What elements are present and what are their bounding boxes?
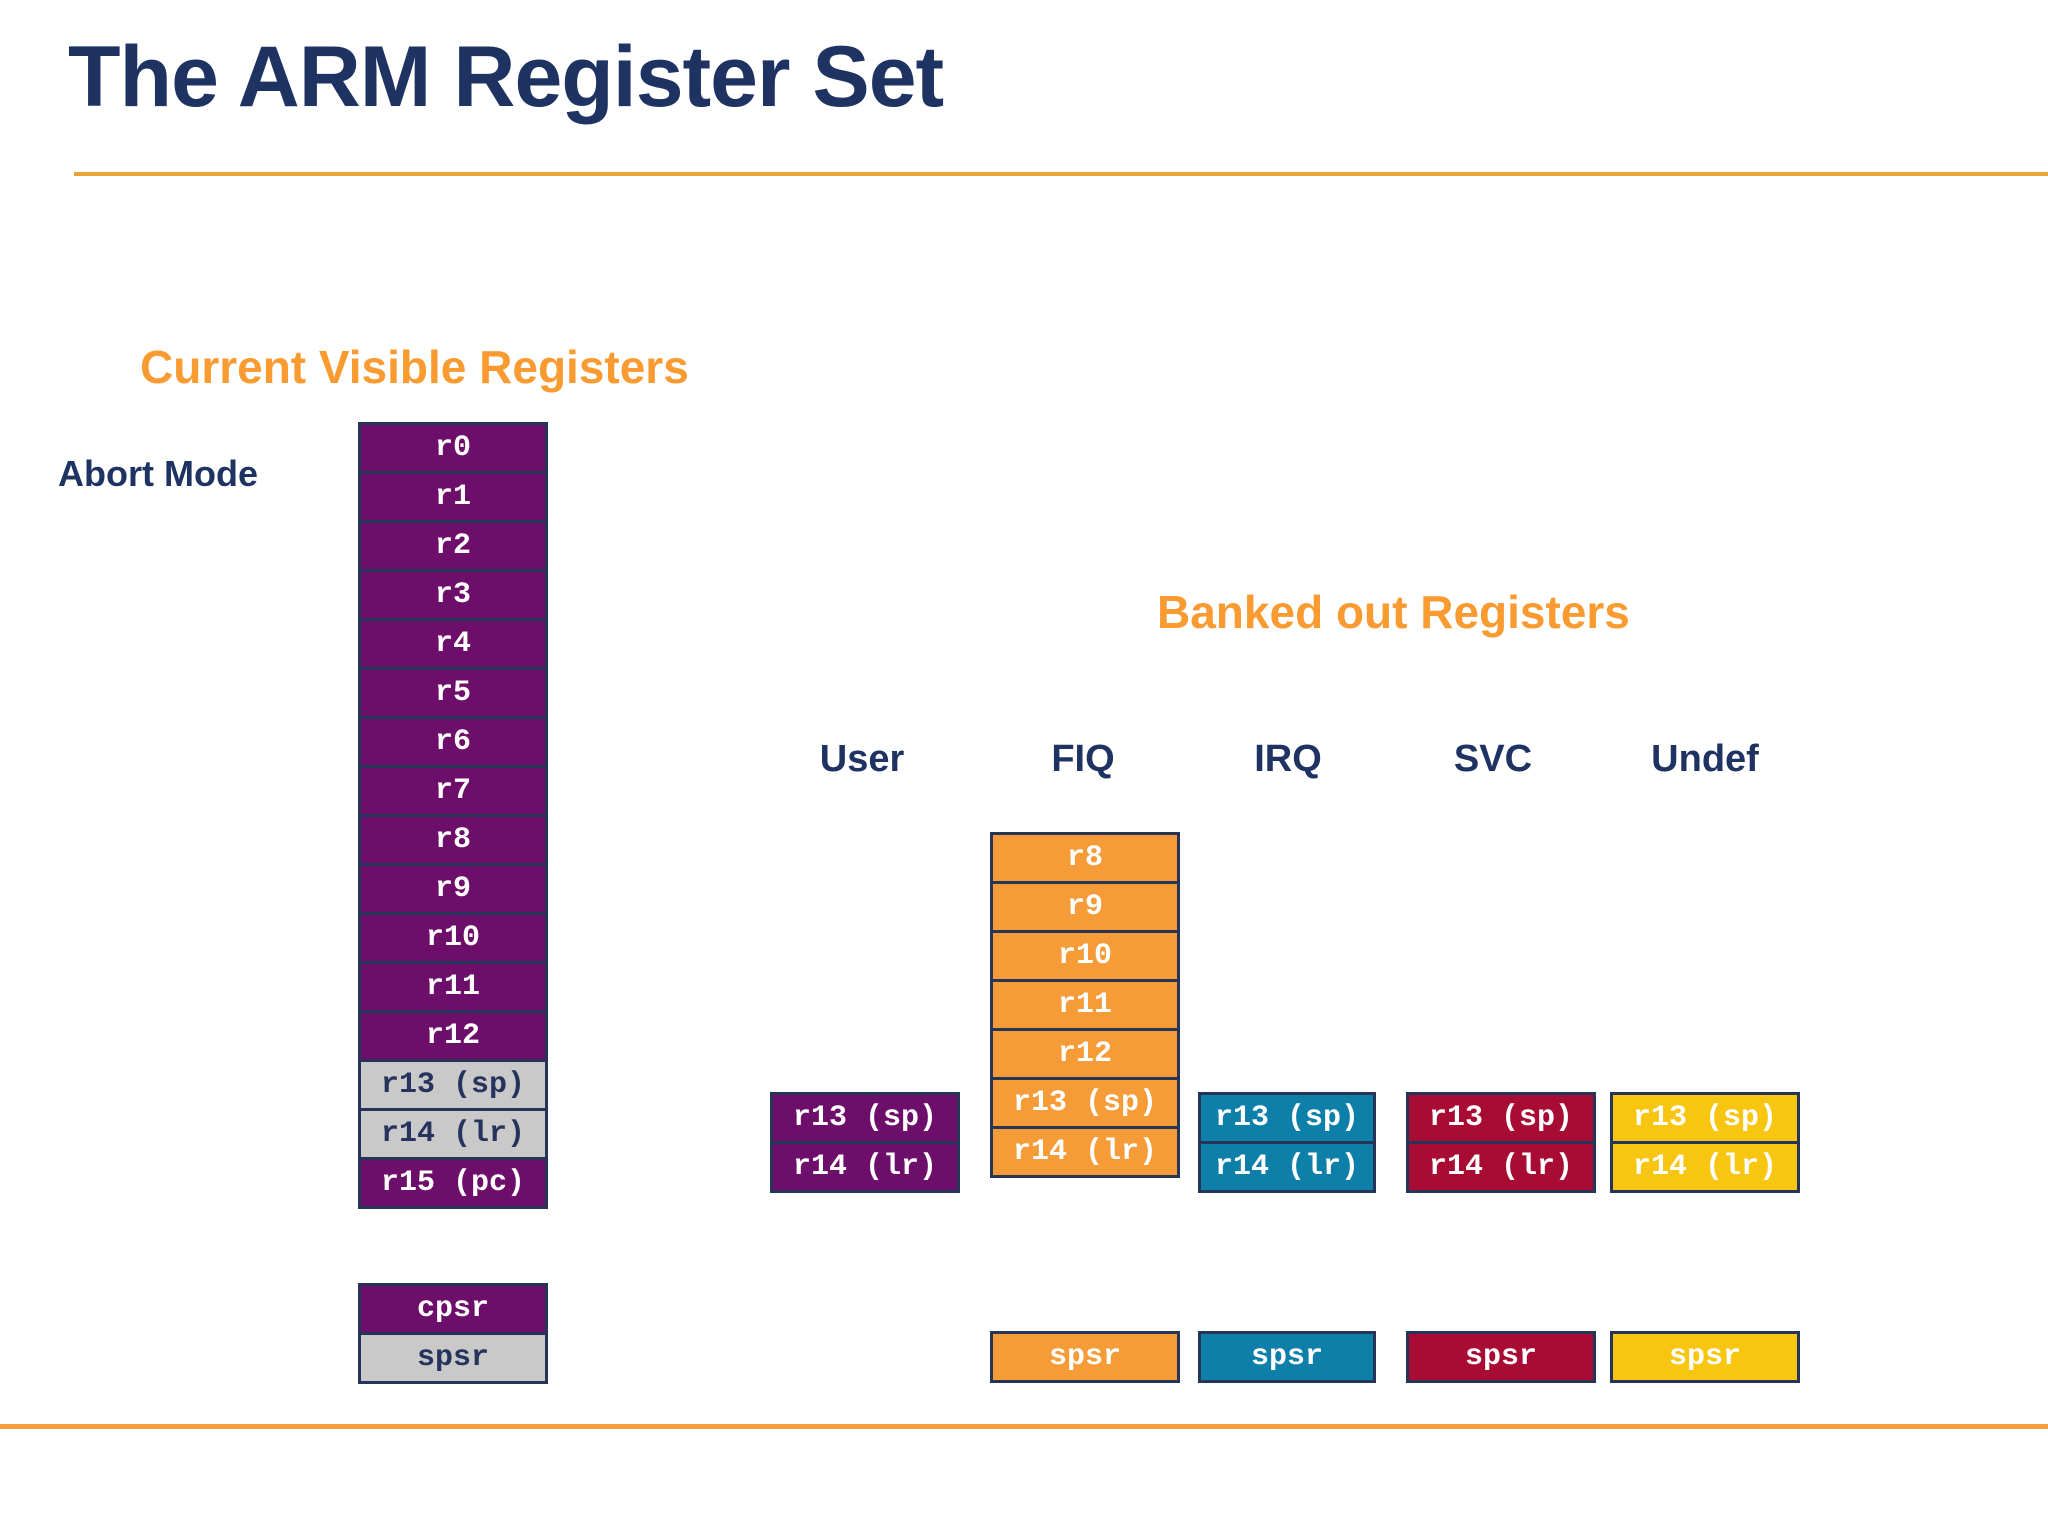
banked-register-cell-user-r14: r14 (lr) bbox=[770, 1141, 960, 1193]
banked-spsr-cell-undef: spsr bbox=[1610, 1331, 1800, 1383]
banked-register-cell-fiq-r14: r14 (lr) bbox=[990, 1126, 1180, 1178]
banked-register-cell-fiq-r13: r13 (sp) bbox=[990, 1077, 1180, 1129]
heading-current-visible-registers: Current Visible Registers bbox=[140, 341, 689, 393]
banked-register-column-undef: r13 (sp)r14 (lr) bbox=[1610, 1092, 1800, 1193]
banked-register-cell-svc-r13: r13 (sp) bbox=[1406, 1092, 1596, 1144]
column-header-fiq: FIQ bbox=[1051, 738, 1115, 780]
banked-register-cell-fiq-r8: r8 bbox=[990, 832, 1180, 884]
register-cell-r12: r12 bbox=[358, 1010, 548, 1062]
banked-spsr-cell-irq: spsr bbox=[1198, 1331, 1376, 1383]
register-cell-r4: r4 bbox=[358, 618, 548, 670]
register-cell-r9: r9 bbox=[358, 863, 548, 915]
footer-divider bbox=[0, 1424, 2048, 1429]
register-cell-r13: r13 (sp) bbox=[358, 1059, 548, 1111]
register-cell-r3: r3 bbox=[358, 569, 548, 621]
register-cell-r5: r5 bbox=[358, 667, 548, 719]
register-cell-r10: r10 bbox=[358, 912, 548, 964]
status-register-cell-spsr: spsr bbox=[358, 1332, 548, 1384]
banked-register-cell-undef-r14: r14 (lr) bbox=[1610, 1141, 1800, 1193]
label-abort-mode: Abort Mode bbox=[58, 453, 258, 494]
status-register-cell-cpsr: cpsr bbox=[358, 1283, 548, 1335]
banked-spsr-cell-fiq: spsr bbox=[990, 1331, 1180, 1383]
banked-register-cell-fiq-r11: r11 bbox=[990, 979, 1180, 1031]
banked-register-column-user: r13 (sp)r14 (lr) bbox=[770, 1092, 960, 1193]
banked-register-column-irq: r13 (sp)r14 (lr) bbox=[1198, 1092, 1376, 1193]
heading-banked-out-registers: Banked out Registers bbox=[1157, 586, 1630, 638]
banked-spsr-box-svc: spsr bbox=[1406, 1331, 1596, 1383]
column-header-undef: Undef bbox=[1651, 738, 1759, 780]
register-cell-r11: r11 bbox=[358, 961, 548, 1013]
register-cell-r2: r2 bbox=[358, 520, 548, 572]
column-header-irq: IRQ bbox=[1254, 738, 1322, 780]
banked-register-cell-irq-r13: r13 (sp) bbox=[1198, 1092, 1376, 1144]
banked-spsr-box-irq: spsr bbox=[1198, 1331, 1376, 1383]
column-header-svc: SVC bbox=[1453, 738, 1533, 780]
register-cell-r6: r6 bbox=[358, 716, 548, 768]
title-divider bbox=[74, 172, 2048, 176]
register-cell-r8: r8 bbox=[358, 814, 548, 866]
banked-register-cell-svc-r14: r14 (lr) bbox=[1406, 1141, 1596, 1193]
register-cell-r1: r1 bbox=[358, 471, 548, 523]
banked-register-column-svc: r13 (sp)r14 (lr) bbox=[1406, 1092, 1596, 1193]
banked-register-cell-irq-r14: r14 (lr) bbox=[1198, 1141, 1376, 1193]
register-cell-r14: r14 (lr) bbox=[358, 1108, 548, 1160]
page-title: The ARM Register Set bbox=[68, 29, 944, 125]
banked-register-cell-user-r13: r13 (sp) bbox=[770, 1092, 960, 1144]
banked-register-cell-fiq-r9: r9 bbox=[990, 881, 1180, 933]
banked-register-cell-undef-r13: r13 (sp) bbox=[1610, 1092, 1800, 1144]
banked-spsr-box-undef: spsr bbox=[1610, 1331, 1800, 1383]
banked-spsr-box-fiq: spsr bbox=[990, 1331, 1180, 1383]
banked-register-cell-fiq-r10: r10 bbox=[990, 930, 1180, 982]
banked-register-cell-fiq-r12: r12 bbox=[990, 1028, 1180, 1080]
column-header-user: User bbox=[819, 738, 905, 780]
banked-spsr-cell-svc: spsr bbox=[1406, 1331, 1596, 1383]
register-cell-r7: r7 bbox=[358, 765, 548, 817]
register-cell-r15: r15 (pc) bbox=[358, 1157, 548, 1209]
register-cell-r0: r0 bbox=[358, 422, 548, 474]
